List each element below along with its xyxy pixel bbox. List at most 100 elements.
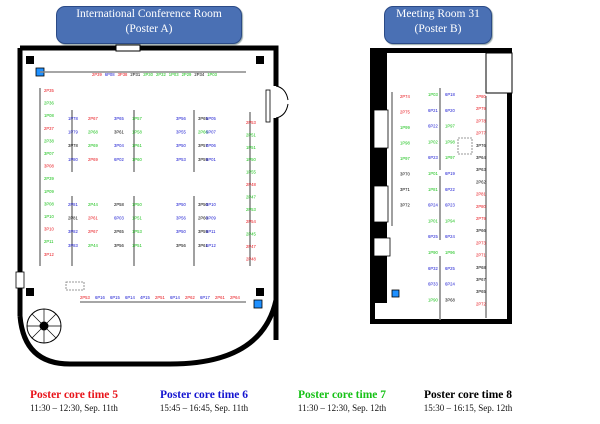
poster-label: 1P08 <box>44 113 54 118</box>
poster-label: 2P80 <box>476 204 486 209</box>
poster-label: 3P55 <box>176 130 186 135</box>
poster-label: 1P97 <box>445 124 455 129</box>
poster-label: 2P79 <box>476 216 486 221</box>
poster-label: 1P09 <box>44 189 54 194</box>
poster-label: 3P04 <box>114 143 124 148</box>
poster-label: 3P65 <box>114 116 124 121</box>
poster-label: 6P17 <box>200 295 210 300</box>
room-b-alcove <box>485 52 513 94</box>
poster-label: 3P71 <box>400 187 410 192</box>
poster-label: 2P73 <box>476 240 486 245</box>
poster-label: 2P68 <box>88 130 98 135</box>
room-a-column-br <box>256 288 264 296</box>
poster-label: 1P02 <box>428 139 438 144</box>
poster-label: 2P34 <box>194 72 204 77</box>
room-b-info-marker <box>391 289 400 298</box>
room-a-top-door <box>115 44 141 52</box>
room-b-window-2 <box>373 185 389 223</box>
poster-label: 2P44 <box>88 243 98 248</box>
poster-label: 2P69 <box>88 157 98 162</box>
poster-label: 6P01 <box>206 157 216 162</box>
room-a-column-bl <box>26 288 34 296</box>
poster-label: 1P97 <box>400 156 410 161</box>
legend-core-time-8: Poster core time 8 15:30 – 16:15, Sep. 1… <box>398 388 538 414</box>
room-b-window-1 <box>373 109 389 149</box>
room-a-column-tr <box>256 56 264 64</box>
poster-label: 6P32 <box>428 266 438 271</box>
poster-label: 6P22 <box>445 187 455 192</box>
poster-label: 1P03 <box>169 72 179 77</box>
poster-label: 2P31 <box>130 72 140 77</box>
poster-label: 2P60 <box>198 216 208 221</box>
poster-label: 2P64 <box>230 295 240 300</box>
poster-label: 4P15 <box>140 295 150 300</box>
poster-label: 1P55 <box>246 170 256 175</box>
poster-label: 2P53 <box>246 120 256 125</box>
poster-label: 6P03 <box>114 216 124 221</box>
poster-label: 3P70 <box>400 172 410 177</box>
poster-label: 1P50 <box>132 202 142 207</box>
poster-label: 2P62 <box>476 179 486 184</box>
poster-label: 6P19 <box>445 171 455 176</box>
room-a-door-leaf <box>265 89 271 123</box>
poster-label: 2P67 <box>88 116 98 121</box>
poster-label: 6P24 <box>445 234 455 239</box>
poster-label: 1P98 <box>400 141 410 146</box>
poster-label: 1P51 <box>132 216 142 221</box>
poster-label: 1P90 <box>428 250 438 255</box>
room-b-title: Meeting Room 31 <box>396 8 480 20</box>
room-a-title: International Conference Room <box>76 8 222 20</box>
poster-label: 3P56 <box>176 116 186 121</box>
poster-label: 2P77 <box>476 131 486 136</box>
poster-label: 3P72 <box>400 203 410 208</box>
poster-label: 3P78 <box>68 143 78 148</box>
poster-label: 3P56 <box>176 243 186 248</box>
poster-label: 2P80 <box>476 94 486 99</box>
poster-label: 6P05 <box>206 116 216 121</box>
room-b-door <box>373 237 391 257</box>
room-b-poster-boards <box>391 88 487 320</box>
poster-label: 2P72 <box>476 301 486 306</box>
legend-core-time-7: Poster core time 7 11:30 – 12:30, Sep. 1… <box>272 388 412 414</box>
legend-time: 15:45 – 16:45, Sep. 11th <box>159 403 249 413</box>
poster-label: 6P12 <box>206 243 216 248</box>
room-a-walls <box>17 45 279 367</box>
poster-label: 1P98 <box>445 139 455 144</box>
poster-label: 3P83 <box>68 243 78 248</box>
poster-label: 1P01 <box>428 171 438 176</box>
poster-label: 6P25 <box>428 234 438 239</box>
poster-label: 2P35 <box>44 88 54 93</box>
poster-label: 2P38 <box>44 138 54 143</box>
poster-label: 6P33 <box>428 282 438 287</box>
poster-label: 2P37 <box>44 126 54 131</box>
poster-label: 3P61 <box>198 243 208 248</box>
room-b-title-banner: Meeting Room 31 (Poster B) <box>384 6 492 44</box>
legend-time: 11:30 – 12:30, Sep. 11th <box>30 403 118 413</box>
poster-label: 2P47 <box>246 194 256 199</box>
poster-label: 6P24 <box>445 282 455 287</box>
poster-label: 3P50 <box>198 202 208 207</box>
legend-time: 11:30 – 12:30, Sep. 12th <box>297 403 387 413</box>
poster-label: 3P66 <box>476 228 486 233</box>
poster-label: 2P11 <box>44 239 54 244</box>
poster-label: 3P67 <box>476 277 486 282</box>
poster-label: 2P51 <box>155 295 165 300</box>
poster-label: 1P51 <box>132 243 142 248</box>
poster-label: 2P48 <box>246 256 256 261</box>
poster-label: 2P65 <box>114 229 124 234</box>
room-a-table <box>65 281 85 291</box>
room-a-right-door-gap <box>272 86 280 118</box>
poster-label: 3P65 <box>198 116 208 121</box>
poster-label: 2P58 <box>114 202 124 207</box>
poster-label: 6P07 <box>206 130 216 135</box>
poster-label: 2P61 <box>215 295 225 300</box>
room-b-cabinet <box>376 264 386 294</box>
poster-label: 1P60 <box>132 157 142 162</box>
legend-core-time-6: Poster core time 6 15:45 – 16:45, Sep. 1… <box>134 388 274 414</box>
poster-label: 3P50 <box>176 143 186 148</box>
poster-label: 6P02 <box>114 157 124 162</box>
legend-label: Poster core time 7 <box>297 389 387 401</box>
poster-label: 3P61 <box>114 130 124 135</box>
poster-label: 6P18 <box>445 92 455 97</box>
